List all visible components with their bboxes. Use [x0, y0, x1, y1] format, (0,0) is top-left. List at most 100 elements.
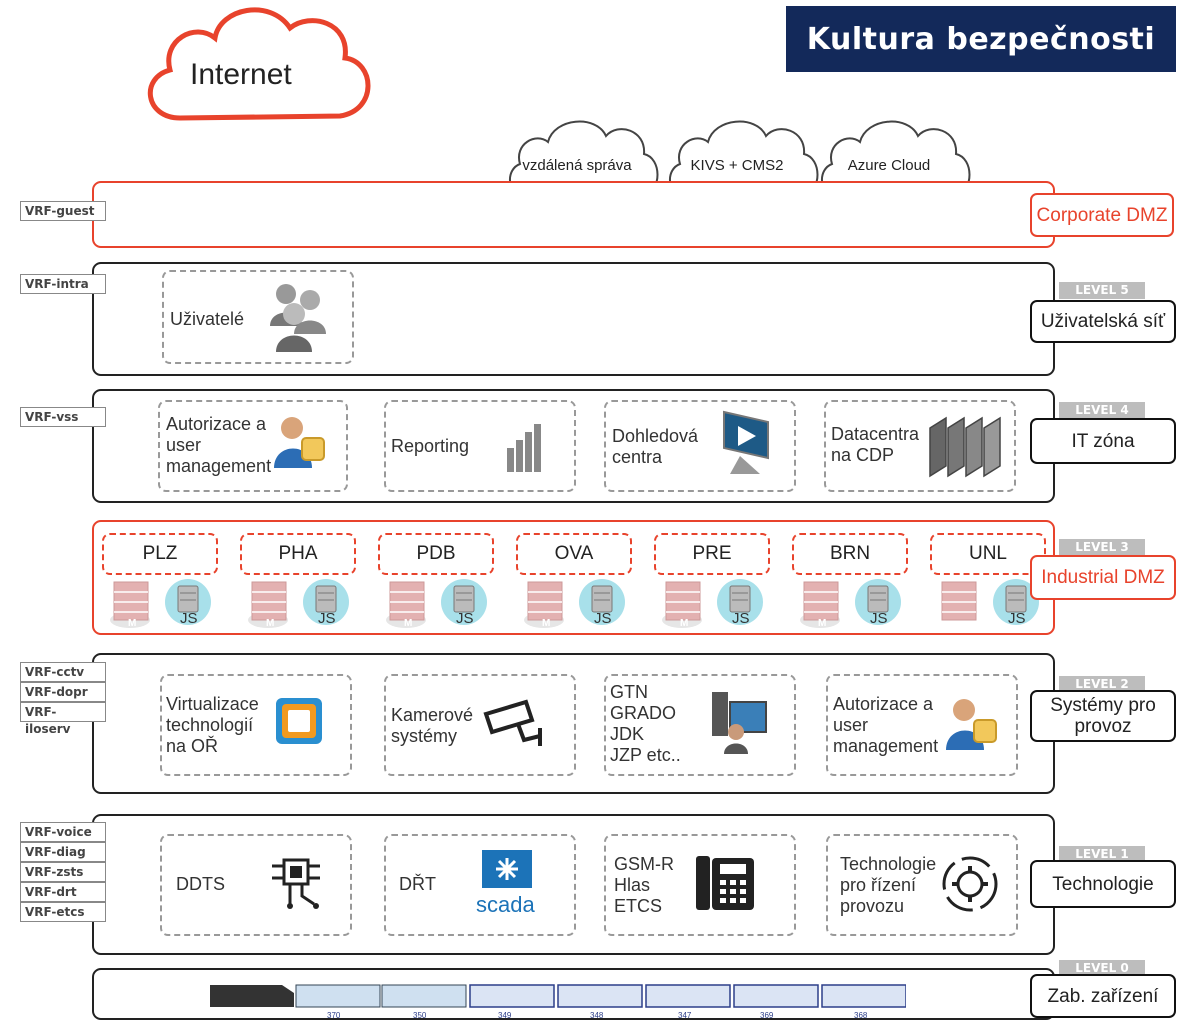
l1-drt-box: [384, 834, 576, 936]
jump-server-icon: [993, 579, 1039, 625]
vrf-guest: VRF-guest: [20, 201, 106, 221]
m-badge: M: [680, 618, 689, 629]
site-pha: PHA: [240, 533, 356, 575]
m-badge: M: [818, 618, 827, 629]
m-badge: M: [542, 618, 551, 629]
train-number-368: 368: [854, 1011, 868, 1020]
train-number-348: 348: [590, 1011, 604, 1020]
level4-tag: LEVEL 4: [1059, 402, 1145, 419]
level5-label: Uživatelská síť: [1030, 300, 1176, 343]
cctv-camera-icon: [483, 699, 542, 746]
level0-label: Zab. zařízení: [1030, 974, 1176, 1018]
vrf-etcs: VRF-etcs: [20, 902, 106, 922]
site-unl: UNL: [930, 533, 1046, 575]
page-title: Kultura bezpečnosti: [786, 6, 1176, 72]
l2-auth-box: [826, 674, 1018, 776]
vrf-zsts: VRF-zsts: [20, 862, 106, 882]
l4-auth-label: Autorizace a user management: [166, 414, 272, 476]
l4-monitoring-label: Dohledová centra: [612, 426, 699, 467]
site-ova: OVA: [516, 533, 632, 575]
l2-apps-label: GTN GRADO JDK JZP etc..: [610, 682, 681, 765]
l1-gsmr-label: GSM-R Hlas ETCS: [614, 854, 674, 916]
js-badge: JS: [456, 610, 474, 627]
train-number-370: 370: [327, 1011, 341, 1020]
l4-monitoring-box: [604, 400, 796, 492]
js-badge: JS: [1008, 610, 1026, 627]
site-icons-ova: M JS: [522, 578, 658, 634]
firewall-icon: [110, 581, 150, 628]
service-clouds: [509, 120, 971, 195]
users-label: Uživatelé: [170, 309, 245, 329]
site-icons-pdb: M JS: [384, 578, 520, 634]
internet-label: Internet: [190, 58, 292, 91]
l2-apps-box: [604, 674, 796, 776]
firewall-icon: [800, 581, 840, 628]
l2-auth-label: Autorizace a user management: [833, 694, 939, 756]
jump-server-icon: [717, 579, 763, 625]
desk-phone-icon: [696, 856, 754, 910]
js-badge: JS: [870, 610, 888, 627]
level0-tag: LEVEL 0: [1059, 960, 1145, 977]
jump-server-icon: [165, 579, 211, 625]
site-icons-row: M JS M JS M JS M JS M JS M JS JS: [108, 578, 1052, 634]
train-number-350: 350: [413, 1011, 427, 1020]
vrf-cctv: VRF-cctv: [20, 662, 106, 682]
corporate-dmz-band: [92, 181, 1055, 248]
firewall-icon: [386, 581, 426, 628]
l4-auth-box: [158, 400, 348, 492]
cloud-label-kivs: KIVS + CMS2: [690, 157, 784, 174]
vrf-dopr: VRF-dopr: [20, 682, 106, 702]
firewall-icon: [524, 581, 564, 628]
l4-reporting-box: [384, 400, 576, 492]
l1-drt-label: DŘT: [399, 874, 436, 894]
user-key-icon: [946, 699, 997, 750]
l1-traffic-control-label: Technologie pro řízení provozu: [840, 854, 937, 916]
vrf-diag: VRF-diag: [20, 842, 106, 862]
js-badge: JS: [732, 610, 750, 627]
level3-label: Industrial DMZ: [1030, 555, 1176, 600]
js-badge: JS: [594, 610, 612, 627]
scada-logo-icon: [482, 850, 532, 888]
site-plz: PLZ: [102, 533, 218, 575]
site-icons-brn: M JS: [798, 578, 934, 634]
firewall-icon: [941, 581, 977, 621]
cloud-label-vzdalena: vzdálená správa: [522, 157, 632, 174]
level1-label: Technologie: [1030, 860, 1176, 908]
level3-tag: LEVEL 3: [1059, 539, 1145, 556]
train-icon: [210, 984, 906, 1008]
internet-cloud: [147, 7, 371, 121]
l2-cctv-label: Kamerové systémy: [391, 705, 474, 746]
site-icons-unl: JS: [936, 578, 1052, 634]
cloud-label-azure: Azure Cloud: [847, 157, 931, 174]
workstation-icon: [712, 692, 767, 754]
train-number-349: 349: [498, 1011, 512, 1020]
vrf-iloserv: VRF-iloserv: [20, 702, 106, 736]
train-number-347: 347: [678, 1011, 692, 1020]
jump-server-icon: [855, 579, 901, 625]
l4-datacenter-box: [824, 400, 1016, 492]
monitor-icon: [723, 410, 769, 474]
site-icons-pha: M JS: [246, 578, 382, 634]
users-box: [162, 270, 354, 364]
vrf-intra: VRF-intra: [20, 274, 106, 294]
circuit-chip-icon: [272, 858, 320, 909]
firewall-icon: [248, 581, 288, 628]
l2-cctv-box: [384, 674, 576, 776]
level1-tag: LEVEL 1: [1059, 846, 1145, 863]
site-pre: PRE: [654, 533, 770, 575]
virtualization-icon: [276, 698, 322, 744]
user-key-icon: [274, 417, 325, 468]
m-badge: M: [128, 618, 137, 629]
site-icons-pre: M JS: [660, 578, 796, 634]
l1-gsmr-box: [604, 834, 796, 936]
l2-virtualization-box: [160, 674, 352, 776]
l4-datacenter-label: Datacentra na CDP: [831, 424, 920, 465]
l1-traffic-control-box: [826, 834, 1018, 936]
js-badge: JS: [180, 610, 198, 627]
reporting-icon: [507, 424, 541, 472]
m-badge: M: [404, 618, 413, 629]
level2-label: Systémy pro provoz: [1030, 690, 1176, 742]
server-rack-icon: [929, 416, 1001, 478]
jump-server-icon: [441, 579, 487, 625]
js-badge: JS: [318, 610, 336, 627]
